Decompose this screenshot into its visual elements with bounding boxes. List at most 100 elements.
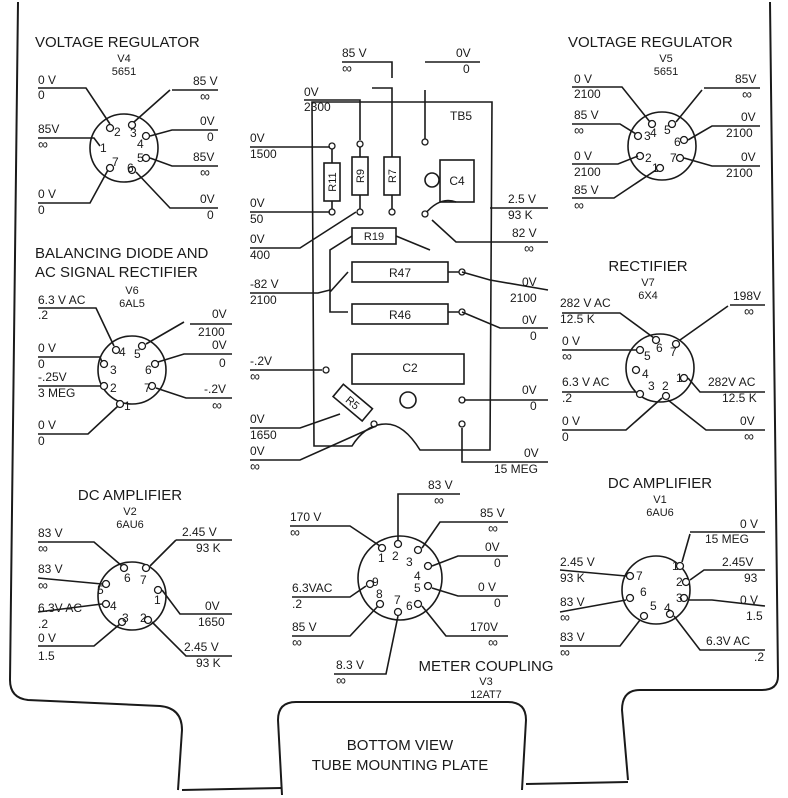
v5-pin1-res: ∞ [574, 197, 584, 213]
v7-pin1-res: 12.5 K [722, 391, 757, 405]
v4-pin6-res: 0 [207, 208, 214, 222]
plate-cutout [276, 701, 528, 796]
tb5-r9-volts: 0V [304, 85, 319, 99]
pin-label: 4 [664, 601, 671, 615]
tube-v3-title: METER COUPLING [418, 658, 553, 675]
v3-pin5-volts: 0 V [478, 580, 496, 594]
pin-label: 5 [644, 349, 651, 363]
tube-v3-designator: V3 [479, 676, 492, 688]
tube-v3-type: 12AT7 [470, 689, 502, 701]
v3-pin3-res: ∞ [488, 520, 498, 536]
v4-pin2-res: 0 [38, 88, 45, 102]
pin-label: 6 [674, 135, 681, 149]
pin-label: 3 [644, 129, 651, 143]
tb5-c4b-res: 93 K [508, 208, 533, 222]
v4-pin1-volts: 85V [38, 122, 59, 136]
tb5-r7-volts: 85 V [342, 46, 367, 60]
pin-label: 5 [650, 599, 657, 613]
tb5-r5b-res: ∞ [250, 458, 260, 474]
v1-pin4-volts: 6.3V AC [706, 634, 750, 648]
v1-pin5-volts: 83 V [560, 630, 585, 644]
component-r11: R11 [327, 172, 339, 191]
pin-label: 8 [376, 587, 383, 601]
v2-pin1-volts: 0V [205, 599, 220, 613]
v6-pin6-volts: 0V [212, 338, 227, 352]
v6-pin5-volts: 0V [212, 307, 227, 321]
pin-label: 6 [640, 585, 647, 599]
tb5-r5-volts: 0V [250, 412, 265, 426]
tube-v6: BALANCING DIODE AND AC SIGNAL RECTIFIER … [35, 245, 232, 448]
tb5-r11-res: 1500 [250, 147, 277, 161]
tb5-c2-volts: -.2V [250, 354, 272, 368]
tube-v7-type: 6X4 [638, 290, 658, 302]
v5-pin7-volts: 0V [741, 150, 756, 164]
pin-label: 3 [406, 555, 413, 569]
v3-pin2-res: ∞ [434, 492, 444, 508]
pin-label: 1 [672, 559, 679, 573]
v3-pin6-res: ∞ [488, 634, 498, 650]
v1-pin4-res: .2 [754, 650, 764, 664]
v4-pin4-res: 0 [207, 130, 214, 144]
pin-label: 1 [378, 551, 385, 565]
v1-pin7-res: 93 K [560, 571, 585, 585]
pin-label: 4 [110, 599, 117, 613]
v6-pin2-volts: -.25V [38, 370, 67, 384]
view-title: BOTTOM VIEW [347, 737, 454, 754]
tube-v7: RECTIFIER V7 6X4 6 7 1 2 3 4 5 282 V AC … [560, 258, 765, 444]
tb5-c2-res: ∞ [250, 368, 260, 384]
v3-pin8-res: ∞ [292, 634, 302, 650]
v7-pin4-volts: 6.3 V AC [562, 375, 610, 389]
v4-pin2-volts: 0 V [38, 73, 56, 87]
pin-label: 4 [650, 126, 657, 140]
v5-pin2-res: 2100 [574, 165, 601, 179]
v7-pin3-res: 0 [562, 430, 569, 444]
v5-pin7-res: 2100 [726, 166, 753, 180]
pin-label: 3 [676, 591, 683, 605]
pin-label: 2 [662, 379, 669, 393]
v2-pin4-volts: 6.3V AC [38, 601, 82, 615]
v3-pin4-volts: 0V [485, 540, 500, 554]
pin-label: 5 [414, 581, 421, 595]
pin-label: 7 [670, 151, 677, 165]
tube-v5-type: 5651 [654, 66, 678, 78]
tube-v1-title: DC AMPLIFIER [608, 475, 712, 492]
pin-label: 5 [664, 123, 671, 137]
pin-label: 1 [124, 399, 131, 413]
v3-pin8-volts: 85 V [292, 620, 317, 634]
tube-v2: DC AMPLIFIER V2 6AU6 6 7 1 2 3 4 5 83 V … [37, 487, 232, 670]
pin-label: 7 [140, 573, 147, 587]
v4-pin5-res: ∞ [200, 164, 210, 180]
v1-pin7-volts: 2.45 V [560, 555, 595, 569]
plate-outline [8, 1, 780, 791]
v3-pin6-volts: 170V [470, 620, 498, 634]
v6-pin3-volts: 0 V [38, 341, 56, 355]
tb5-r46-volts: 0V [522, 313, 537, 327]
v6-pin3-res: 0 [38, 357, 45, 371]
component-r19: R19 [364, 231, 384, 243]
tb5-c4-volts: 0V [456, 46, 471, 60]
v2-pin3-volts: 0 V [38, 631, 56, 645]
v3-pin4-res: 0 [494, 556, 501, 570]
v3-pin7-res: ∞ [336, 672, 346, 688]
v3-pin5-res: 0 [494, 596, 501, 610]
tube-v6-type: 6AL5 [119, 298, 145, 310]
tb5-c2b-volts: 0V [522, 383, 537, 397]
v7-pin3-volts: 0 V [562, 414, 580, 428]
v5-pin3-res: ∞ [574, 122, 584, 138]
v7-pin5-res: ∞ [562, 348, 572, 364]
pin-label: 3 [648, 379, 655, 393]
v2-pin3-res: 1.5 [38, 649, 55, 663]
tb5-r5b-volts: 0V [250, 444, 265, 458]
pin-label: 5 [137, 151, 144, 165]
pin-label: 7 [112, 155, 119, 169]
component-r47: R47 [389, 266, 411, 280]
pin-label: 3 [122, 611, 129, 625]
component-r46: R46 [389, 308, 411, 322]
v4-pin4-volts: 0V [200, 114, 215, 128]
tb5-r9b-res: 400 [250, 248, 270, 262]
tube-v1: DC AMPLIFIER V1 6AU6 1 2 3 4 5 6 7 0 V 1… [559, 475, 766, 664]
pin-label: 7 [144, 381, 151, 395]
pin-label: 9 [372, 575, 379, 589]
tube-v7-title: RECTIFIER [608, 258, 687, 275]
pin-label: 2 [110, 381, 117, 395]
